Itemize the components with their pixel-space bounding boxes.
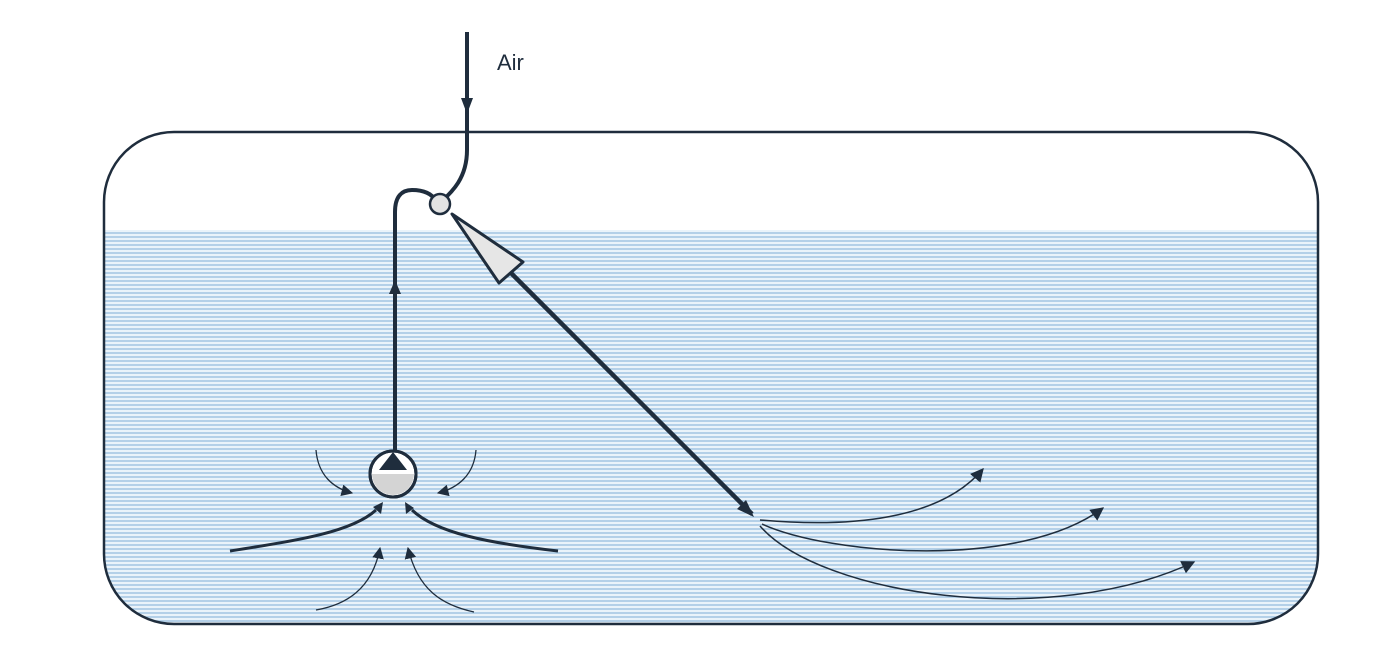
discharge-pipe <box>509 271 754 516</box>
air-inlet-pipe <box>439 32 469 204</box>
suction-pipe <box>393 187 437 456</box>
converging-flow-right <box>410 508 559 553</box>
suction-device-lower-half <box>372 474 414 495</box>
suction-device-rim <box>368 449 418 499</box>
mixing-junction <box>428 192 452 216</box>
eductor-nozzle <box>450 212 525 285</box>
inflow-arrow-lower-right <box>404 546 475 613</box>
outflow-plume <box>759 467 1196 600</box>
inflow-arrow-upper-left <box>315 449 354 496</box>
inflow-arrow-lower-left <box>315 546 384 611</box>
air-inlet-arrowhead <box>461 98 473 114</box>
suction-pipe-arrowhead <box>389 280 401 294</box>
discharge-arrowhead <box>737 500 754 517</box>
air-label: Air <box>497 50 524 75</box>
tank-water <box>104 230 1318 624</box>
tank-outline <box>102 130 1320 626</box>
converging-flow-left <box>229 508 378 553</box>
outflow-arrow-1 <box>759 467 984 524</box>
suction-inflow-arrows <box>315 449 477 613</box>
outflow-arrow-2 <box>761 507 1105 552</box>
converging-flow-left-head <box>373 502 383 514</box>
inflow-arrow-upper-right <box>436 449 477 497</box>
suction-device-triangle <box>379 452 407 470</box>
outflow-arrow-3 <box>759 525 1196 600</box>
converging-flow-lines <box>229 502 559 553</box>
water-fill <box>104 230 1318 624</box>
converging-flow-right-head <box>405 502 414 514</box>
